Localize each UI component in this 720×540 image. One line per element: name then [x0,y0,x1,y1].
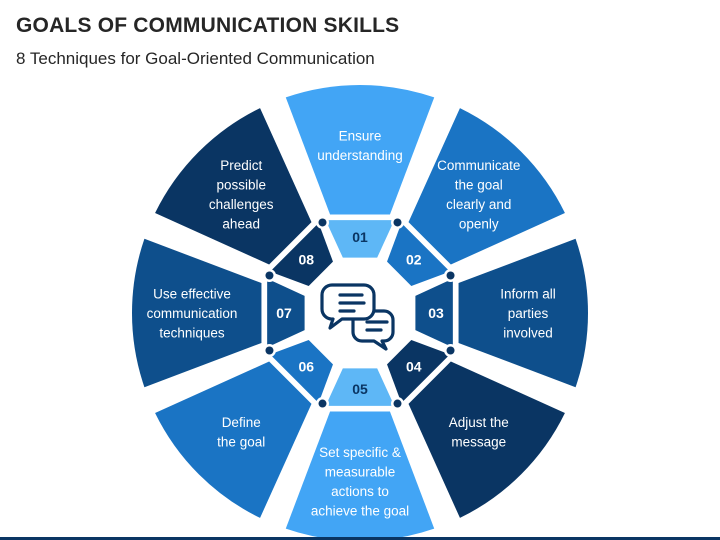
segment-number: 05 [352,381,368,397]
segment-label: Adjust the message [449,415,509,450]
ring-connector [318,218,327,227]
segment-label: Set specific & measurable actions to achiev… [311,445,409,519]
segment-number: 08 [298,251,314,267]
center-hub [308,261,412,365]
segment-label-line: Adjust the [449,415,509,430]
segment-label: Ensure understanding [317,128,403,163]
segment-label: Use effective communication techniques [147,287,238,341]
segment-07 [132,238,262,388]
ring-connector [393,399,402,408]
ring-piece-02 [387,223,450,286]
segment-label-line: possible [216,177,266,192]
ring-piece-08 [270,223,333,286]
segment-number: 02 [406,251,422,267]
segment-number: 06 [298,359,314,375]
segment-label: Inform all parties involved [500,287,556,341]
segment-label-line: communication [147,306,238,321]
segment-label-line: parties [508,306,549,321]
segment-02 [408,108,565,265]
segment-04 [408,361,565,518]
number-ring [267,220,453,406]
ring-piece-07 [267,278,305,348]
segment-01 [285,85,435,215]
ring-piece-06 [270,340,333,403]
segment-label-line: Inform all [500,287,556,302]
ring-connector [393,218,402,227]
segment-label-line: Set specific & [319,445,401,460]
ring-connector [446,346,455,355]
ring-connector [446,271,455,280]
segment-label-line: achieve the goal [311,503,409,518]
segment-label-line: message [451,435,506,450]
segment-06 [155,361,312,518]
segment-label: Define the goal [217,415,265,450]
page-subtitle: 8 Techniques for Goal-Oriented Communica… [16,49,375,68]
segment-03 [458,238,588,388]
segment-numbers: 01 02 03 04 05 06 07 08 [276,229,444,397]
bottom-accent-bar [0,537,720,540]
ring-piece-01 [325,220,395,258]
segment-number: 01 [352,229,368,245]
segment-label-line: Use effective [153,287,231,302]
segment-label-line: Communicate [437,158,520,173]
segment-label-line: measurable [325,464,396,479]
ring-piece-05 [325,368,395,406]
segment-label-line: understanding [317,148,403,163]
segment-label-line: actions to [331,484,389,499]
segment-number: 03 [428,305,444,321]
segment-label-line: the goal [217,435,265,450]
segment-number: 04 [406,359,422,375]
ring-connector [265,346,274,355]
segment-label-line: challenges [209,197,274,212]
segment-label-line: involved [503,326,553,341]
segment-label-line: techniques [159,326,225,341]
segment-label: Communicate the goal clearly and openly [437,158,520,232]
segment-label-line: Predict [220,158,262,173]
ring-connector [318,399,327,408]
segment-08 [155,108,312,265]
ring-piece-04 [387,340,450,403]
segment-label-line: ahead [222,216,260,231]
ring-connector [265,271,274,280]
page-title: GOALS OF COMMUNICATION SKILLS [16,14,400,37]
segment-label-line: the goal [455,177,503,192]
segment-number: 07 [276,305,292,321]
ring-connectors [262,215,458,411]
segment-label-line: clearly and [446,197,511,212]
segment-label: Predict possible challenges ahead [209,158,274,232]
segment-label-line: Ensure [339,128,382,143]
segment-label-line: Define [222,415,261,430]
segment-05 [285,411,435,540]
ring-piece-03 [415,278,453,348]
segment-label-line: openly [459,216,499,231]
outer-segments [132,85,588,540]
chat-bubbles-icon [320,283,395,351]
